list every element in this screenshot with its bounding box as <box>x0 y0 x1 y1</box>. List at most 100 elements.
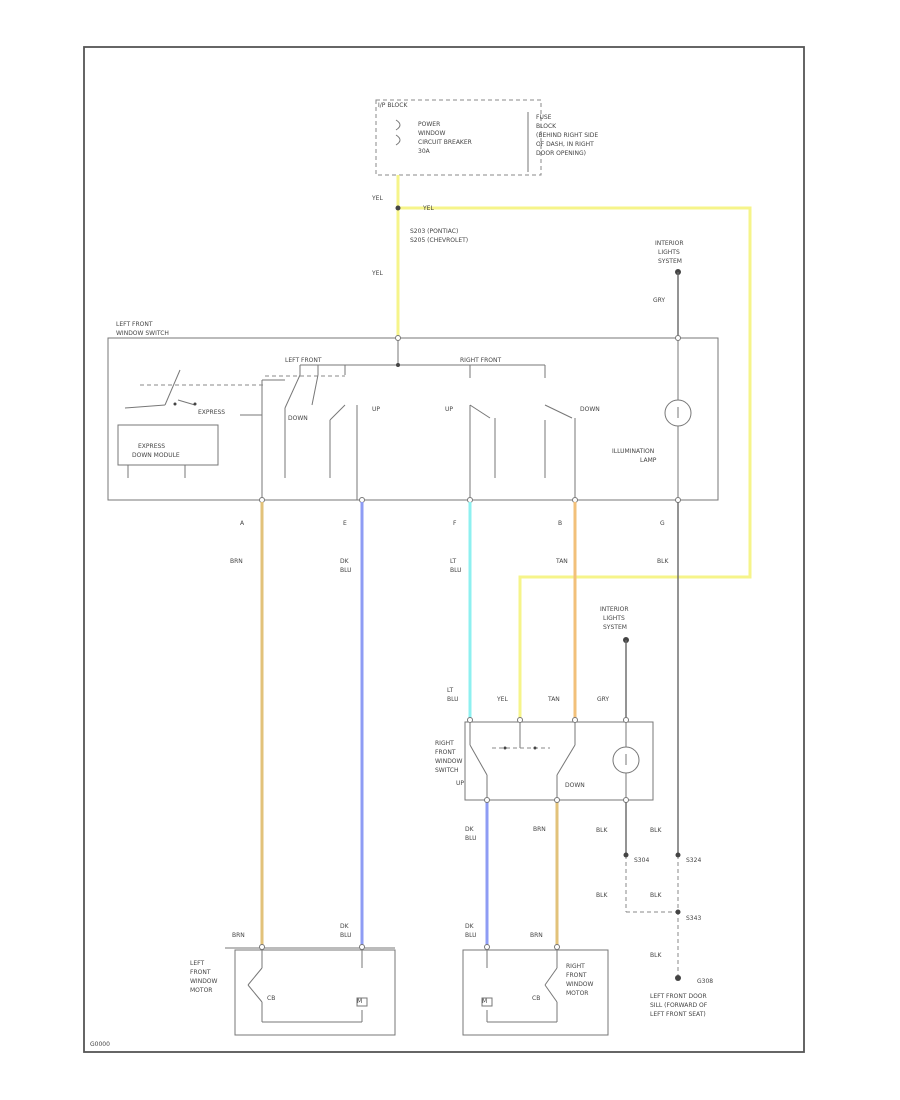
svg-text:SYSTEM: SYSTEM <box>658 258 682 265</box>
colored-wires <box>260 502 679 945</box>
wire-e-label-2: BLU <box>340 567 352 574</box>
svg-text:RIGHT: RIGHT <box>435 740 454 747</box>
svg-text:DK: DK <box>465 923 475 930</box>
svg-text:LEFT FRONT DOOR: LEFT FRONT DOOR <box>650 993 707 1000</box>
terminal-g: G <box>660 520 665 527</box>
svg-text:CB: CB <box>532 995 540 1002</box>
footer-id: G0000 <box>90 1041 110 1048</box>
svg-text:GRY: GRY <box>597 696 609 703</box>
splice-id-1: S203 (PONTIAC) <box>410 228 458 235</box>
svg-text:BRN: BRN <box>232 932 245 939</box>
fuse-block-label: I/P BLOCK <box>378 102 408 109</box>
svg-text:LEFT FRONT: LEFT FRONT <box>285 357 322 364</box>
svg-text:LIGHTS: LIGHTS <box>603 615 625 622</box>
svg-text:BLK: BLK <box>650 827 662 834</box>
circuit-breaker-symbol <box>395 119 401 146</box>
wire-g-label: BLK <box>657 558 669 565</box>
svg-text:DK: DK <box>340 923 350 930</box>
svg-text:S304: S304 <box>634 857 649 864</box>
breaker-line-3: CIRCUIT BREAKER <box>418 139 472 146</box>
fuse-location-5: DOOR OPENING) <box>536 150 586 157</box>
interior-lights-top: INTERIOR LIGHTS SYSTEM GRY <box>653 240 684 338</box>
terminal-a: A <box>240 520 245 527</box>
svg-text:S343: S343 <box>686 915 701 922</box>
svg-text:DOWN: DOWN <box>580 406 600 413</box>
right-front-window-motor: DK BLU BRN M CB RIGHT FRONT WINDOW MOTOR <box>462 923 609 1036</box>
left-front-window-switch: LEFT FRONT WINDOW SWITCH LEFT FRONT DOWN… <box>107 321 719 527</box>
svg-text:INTERIOR: INTERIOR <box>600 606 629 613</box>
ground-circuit: BLK BLK S304 S324 BLK BLK S343 BLK G308 … <box>596 802 713 1018</box>
svg-text:BRN: BRN <box>530 932 543 939</box>
gry-wire-label: GRY <box>653 297 665 304</box>
svg-text:DOWN MODULE: DOWN MODULE <box>132 452 180 459</box>
terminal-f: F <box>453 520 457 527</box>
svg-text:INTERIOR: INTERIOR <box>655 240 684 247</box>
breaker-line-4: 30A <box>418 148 431 155</box>
fuse-location-2: BLOCK <box>536 123 557 130</box>
svg-text:YEL: YEL <box>496 696 508 703</box>
svg-text:BLU: BLU <box>465 835 477 842</box>
breaker-line-1: POWER <box>418 121 440 128</box>
svg-text:SYSTEM: SYSTEM <box>603 624 627 631</box>
svg-text:SWITCH: SWITCH <box>435 767 459 774</box>
wire-b-label: TAN <box>555 558 568 565</box>
svg-text:BRN: BRN <box>533 826 546 833</box>
svg-text:BLU: BLU <box>465 932 477 939</box>
fuse-location-3: (BEHIND RIGHT SIDE <box>536 132 598 139</box>
svg-text:BLK: BLK <box>596 892 608 899</box>
splice-dot <box>395 205 401 211</box>
left-front-window-motor: BRN DK BLU CB M LEFT FRONT WINDOW MOTOR <box>190 923 396 1036</box>
fuse-block: I/P BLOCK POWER WINDOW CIRCUIT BREAKER 3… <box>375 99 598 176</box>
svg-text:FRONT: FRONT <box>566 972 587 979</box>
svg-text:LEFT FRONT: LEFT FRONT <box>116 321 153 328</box>
svg-text:LEFT: LEFT <box>190 960 204 967</box>
svg-text:BLU: BLU <box>340 932 352 939</box>
svg-text:ILLUMINATION: ILLUMINATION <box>612 448 654 455</box>
svg-text:BLK: BLK <box>650 952 662 959</box>
svg-text:WINDOW: WINDOW <box>190 978 218 985</box>
terminal-b: B <box>558 520 562 527</box>
svg-text:RIGHT FRONT: RIGHT FRONT <box>460 357 502 364</box>
svg-text:UP: UP <box>445 406 453 413</box>
svg-text:LIGHTS: LIGHTS <box>658 249 680 256</box>
wire-a-label: BRN <box>230 558 243 565</box>
fuse-location-4: OF DASH, IN RIGHT <box>536 141 594 148</box>
svg-text:TAN: TAN <box>547 696 560 703</box>
svg-text:WINDOW: WINDOW <box>566 981 594 988</box>
splice-wire-right: YEL <box>422 205 434 212</box>
svg-text:LT: LT <box>447 687 454 694</box>
svg-text:WINDOW SWITCH: WINDOW SWITCH <box>116 330 169 337</box>
svg-text:UP: UP <box>372 406 380 413</box>
diagram-frame <box>83 46 805 1053</box>
svg-text:S324: S324 <box>686 857 701 864</box>
svg-text:FRONT: FRONT <box>435 749 456 756</box>
svg-text:BLK: BLK <box>596 827 608 834</box>
svg-text:M: M <box>357 998 362 1005</box>
svg-text:EXPRESS: EXPRESS <box>198 409 225 416</box>
svg-text:DOWN: DOWN <box>565 782 585 789</box>
svg-text:DOWN: DOWN <box>288 415 308 422</box>
svg-text:BLK: BLK <box>650 892 662 899</box>
svg-text:MOTOR: MOTOR <box>190 987 212 994</box>
svg-text:MOTOR: MOTOR <box>566 990 588 997</box>
svg-text:BLU: BLU <box>447 696 459 703</box>
svg-text:FRONT: FRONT <box>190 969 211 976</box>
fuse-location-1: FUSE <box>536 114 552 121</box>
breaker-line-2: WINDOW <box>418 130 446 137</box>
svg-text:WINDOW: WINDOW <box>435 758 463 765</box>
wire-f-label-1: LT <box>450 558 457 565</box>
svg-text:DK: DK <box>465 826 475 833</box>
splice-id-2: S205 (CHEVROLET) <box>410 237 468 244</box>
right-front-window-switch: LT BLU YEL TAN GRY RIGHT FRONT WINDOW SW… <box>435 687 654 842</box>
svg-text:M: M <box>482 998 487 1005</box>
svg-text:UP: UP <box>456 780 464 787</box>
terminal-e: E <box>343 520 347 527</box>
splice-wire-down: YEL <box>371 270 383 277</box>
svg-text:CB: CB <box>267 995 275 1002</box>
svg-text:SILL (FORWARD OF: SILL (FORWARD OF <box>650 1002 708 1009</box>
svg-text:LAMP: LAMP <box>640 457 657 464</box>
interior-lights-mid: INTERIOR LIGHTS SYSTEM <box>600 606 629 718</box>
svg-text:G308: G308 <box>697 978 713 985</box>
svg-text:EXPRESS: EXPRESS <box>138 443 165 450</box>
